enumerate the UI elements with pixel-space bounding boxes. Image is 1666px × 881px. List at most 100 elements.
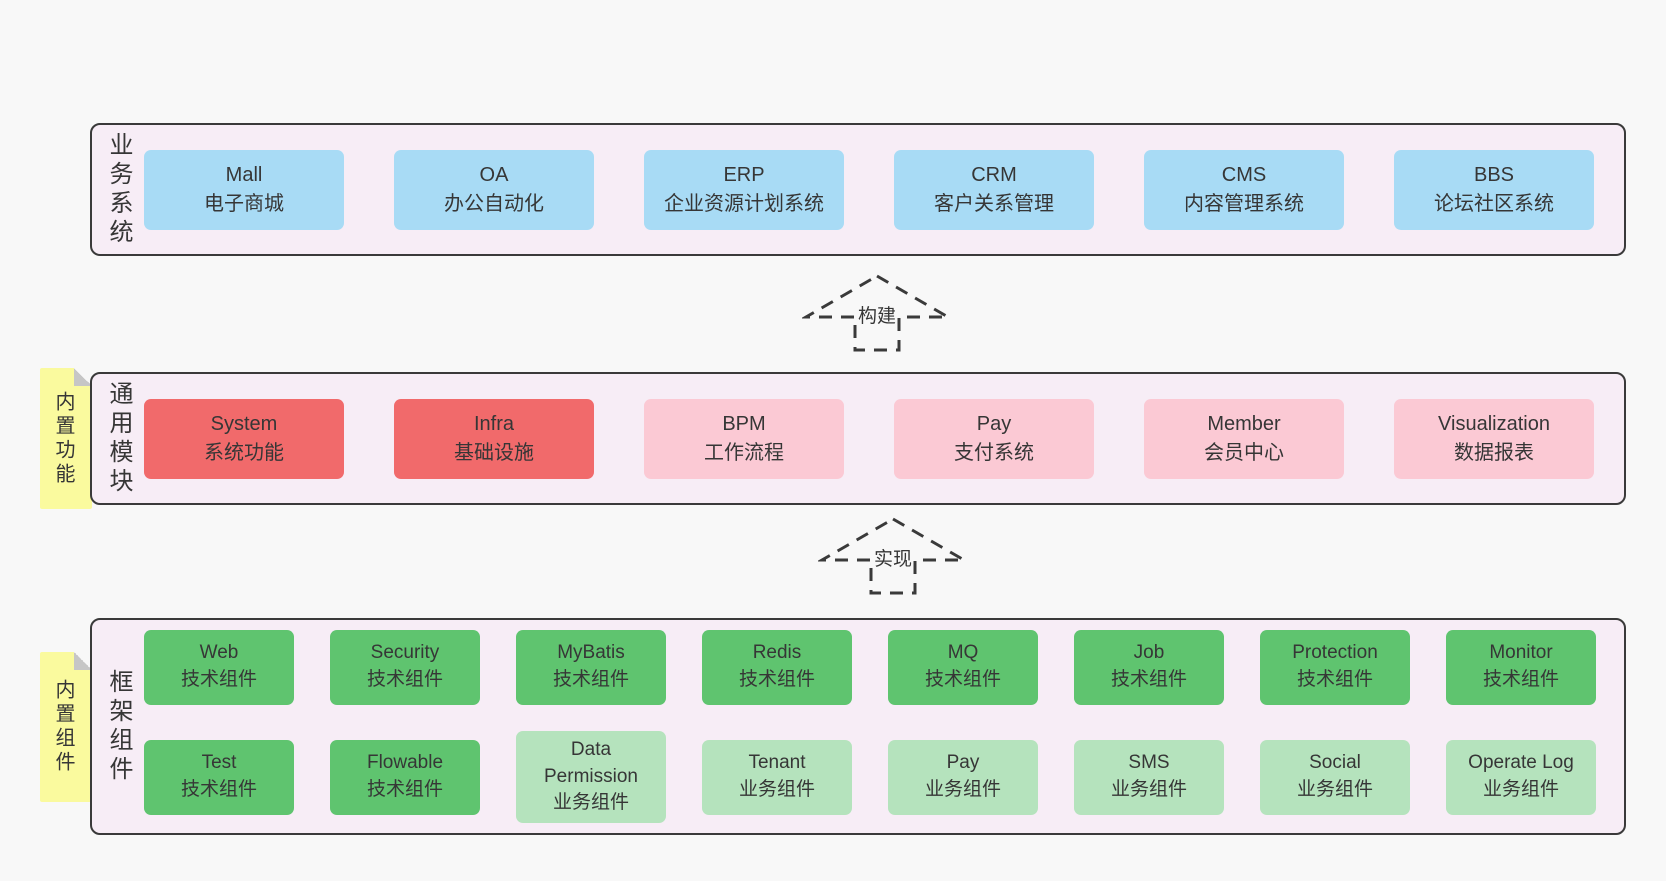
box-desc: 客户关系管理 [934,192,1054,215]
box-tenant: Tenant 业务组件 [702,739,852,815]
band-label: 框架组件 [105,668,132,785]
box-infra: Infra 基础设施 [394,398,594,479]
box-security: Security 技术组件 [330,629,480,705]
box-desc: 技术组件 [366,669,443,691]
sticky-note-label: 内置组件 [52,679,74,775]
box-name: Social [1309,752,1361,774]
box-desc: 数据报表 [1454,441,1534,464]
box-desc: 技术组件 [180,669,257,691]
box-operate-log: Operate Log 业务组件 [1446,739,1596,815]
box-flowable: Flowable 技术组件 [330,739,480,815]
box-desc: 技术组件 [924,669,1001,691]
box-redis: Redis 技术组件 [702,629,852,705]
box-mq: MQ 技术组件 [888,629,1038,705]
box-protection: Protection 技术组件 [1260,629,1410,705]
box-name: Pay [976,413,1012,436]
box-name: CRM [971,164,1017,187]
box-desc: 业务组件 [1482,779,1559,800]
box-name: Mall [225,164,263,187]
arrow-label: 实现 [873,549,912,570]
up-block-arrow-icon [818,517,968,595]
box-name: Data Permission [544,738,638,787]
box-desc: 技术组件 [738,669,815,691]
box-mall: Mall 电子商城 [144,149,344,230]
box-oa: OA 办公自动化 [394,149,594,230]
box-system: System 系统功能 [144,398,344,479]
box-job: Job 技术组件 [1074,629,1224,705]
sticky-note-label: 内置功能 [52,390,74,487]
framework-row-1: Web 技术组件 Security 技术组件 MyBatis 技术组件 Redi… [144,629,1596,705]
box-name: MyBatis [557,642,625,664]
box-social: Social 业务组件 [1260,739,1410,815]
box-desc: 内容管理系统 [1184,192,1304,215]
arrow-implement: 实现 [818,516,968,596]
box-name: Visualization [1438,413,1550,436]
box-bbs: BBS 论坛社区系统 [1394,149,1594,230]
box-name: Protection [1292,642,1378,664]
box-name: MQ [947,642,979,664]
sticky-note-built-in-components: 内置组件 [40,652,92,802]
framework-boxes-rows: Web 技术组件 Security 技术组件 MyBatis 技术组件 Redi… [144,629,1596,824]
band-label: 业务系统 [105,131,132,248]
business-boxes-row: Mall 电子商城 OA 办公自动化 ERP 企业资源计划系统 CRM 客户关系… [144,149,1594,230]
box-name: Infra [473,413,515,436]
box-pay-component: Pay 业务组件 [888,739,1038,815]
box-mybatis: MyBatis 技术组件 [516,629,666,705]
box-desc: 技术组件 [1482,669,1559,691]
band-label: 通用模块 [105,380,132,497]
box-name: Tenant [748,752,806,774]
framework-row-2: Test 技术组件 Flowable 技术组件 Data Permission … [144,730,1596,824]
box-desc: 基础设施 [454,441,534,464]
sticky-note-built-in-functions: 内置功能 [40,368,92,509]
box-name: Monitor [1489,642,1553,664]
box-desc: 办公自动化 [444,192,544,215]
box-name: CMS [1221,164,1267,187]
arrow-label: 构建 [857,306,896,327]
arrow-build: 构建 [802,273,952,353]
box-desc: 工作流程 [704,441,784,464]
box-name: Web [199,642,239,664]
band-business-systems: 业务系统 Mall 电子商城 OA 办公自动化 ERP 企业资源计划系统 CRM… [90,123,1626,256]
box-desc: 支付系统 [954,441,1034,464]
box-name: BBS [1473,164,1515,187]
box-member: Member 会员中心 [1144,398,1344,479]
box-crm: CRM 客户关系管理 [894,149,1094,230]
box-name: Operate Log [1468,752,1574,774]
box-test: Test 技术组件 [144,739,294,815]
box-name: OA [479,164,509,187]
box-name: BPM [722,413,766,436]
box-desc: 技术组件 [1110,669,1187,691]
box-desc: 技术组件 [366,779,443,800]
box-name: SMS [1128,752,1170,774]
box-name: Flowable [366,752,444,774]
box-desc: 企业资源计划系统 [664,192,824,215]
box-erp: ERP 企业资源计划系统 [644,149,844,230]
box-desc: 技术组件 [180,779,257,800]
module-boxes-row: System 系统功能 Infra 基础设施 BPM 工作流程 Pay 支付系统… [144,398,1594,479]
box-name: Redis [752,642,802,664]
up-block-arrow-icon [802,274,952,352]
box-desc: 业务组件 [924,779,1001,800]
box-monitor: Monitor 技术组件 [1446,629,1596,705]
box-name: Pay [946,752,980,774]
box-desc: 业务组件 [552,792,629,814]
box-name: Job [1133,642,1165,664]
box-data-permission: Data Permission 业务组件 [516,730,666,824]
box-desc: 业务组件 [738,779,815,800]
band-framework-components: 框架组件 Web 技术组件 Security 技术组件 MyBatis 技术组件… [90,618,1626,835]
box-bpm: BPM 工作流程 [644,398,844,479]
box-desc: 论坛社区系统 [1434,192,1554,215]
box-desc: 会员中心 [1204,441,1284,464]
box-visualization: Visualization 数据报表 [1394,398,1594,479]
band-common-modules: 通用模块 System 系统功能 Infra 基础设施 BPM 工作流程 Pay… [90,372,1626,505]
box-name: Member [1207,413,1281,436]
box-name: Test [201,752,237,774]
box-desc: 技术组件 [552,669,629,691]
box-desc: 技术组件 [1296,669,1373,691]
box-name: Security [370,642,440,664]
box-name: System [210,413,278,436]
box-desc: 业务组件 [1296,779,1373,800]
box-sms: SMS 业务组件 [1074,739,1224,815]
box-name: ERP [723,164,765,187]
